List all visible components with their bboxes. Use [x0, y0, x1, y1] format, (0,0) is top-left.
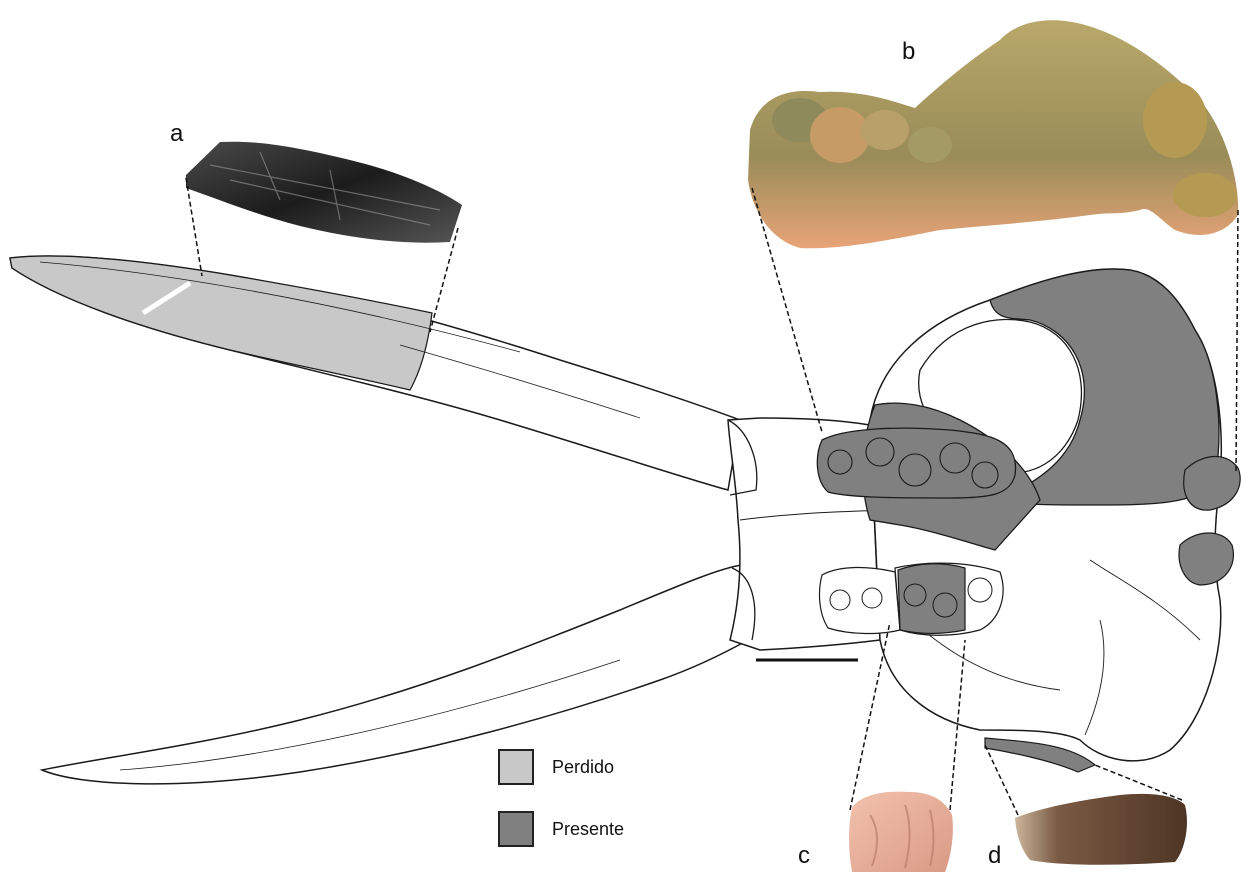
leader-d-left — [985, 745, 1018, 815]
occipital-condyle-lower — [1179, 533, 1233, 585]
panel-label-d: d — [988, 842, 1001, 870]
leader-b-right — [1236, 210, 1238, 472]
photo-a-fossil — [186, 142, 462, 243]
photo-c-tooth — [849, 792, 953, 872]
legend-label-present: Presente — [552, 819, 624, 840]
legend-item-present: Presente — [498, 807, 624, 851]
occipital-condyle-upper — [1184, 456, 1240, 510]
leader-c-left — [850, 622, 890, 810]
photo-d-fragment — [1015, 794, 1187, 865]
lower-tusk — [42, 565, 748, 784]
panel-label-c: c — [798, 842, 810, 870]
legend-swatch-lost — [498, 749, 534, 785]
upper-tusk-lost-part — [10, 256, 432, 390]
panel-label-a: a — [170, 120, 183, 148]
legend-swatch-present — [498, 811, 534, 847]
legend-label-lost: Perdido — [552, 757, 614, 778]
upper-molar-row — [817, 428, 1015, 498]
jugal-present-lower — [985, 738, 1095, 772]
leader-a-right — [430, 228, 458, 332]
panel-label-b: b — [902, 38, 915, 66]
lower-teeth-row — [820, 563, 1004, 635]
legend-item-lost: Perdido — [498, 745, 624, 789]
legend: Perdido Presente — [498, 745, 624, 869]
